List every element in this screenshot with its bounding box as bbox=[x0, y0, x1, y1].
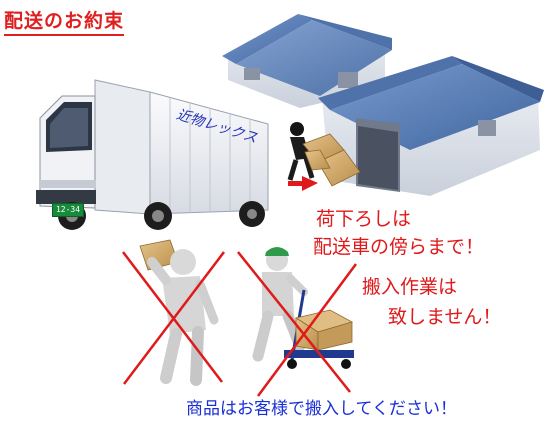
license-plate: 12-34 bbox=[52, 203, 84, 217]
warehouse-back bbox=[222, 14, 392, 108]
bottom-instruction: 商品はお客様で搬入してください！ bbox=[186, 399, 457, 419]
warehouse-front bbox=[318, 56, 544, 196]
warehouse-worker bbox=[287, 122, 361, 187]
message-line-3: 搬入作業は bbox=[362, 276, 458, 298]
delivery-truck bbox=[36, 79, 269, 230]
cross-mark-left-icon bbox=[122, 251, 225, 385]
cross-mark-right-icon bbox=[237, 251, 358, 397]
message-line-1: 荷下ろしは bbox=[316, 208, 412, 230]
person-carrying-box bbox=[139, 239, 219, 386]
message-line-2: 配送車の傍らまで！ bbox=[313, 236, 485, 258]
page-title: 配送のお約束 bbox=[4, 6, 125, 36]
red-arrow-icon bbox=[288, 176, 318, 191]
person-pushing-cart bbox=[252, 247, 354, 369]
message-line-4: 致しません！ bbox=[388, 306, 502, 328]
